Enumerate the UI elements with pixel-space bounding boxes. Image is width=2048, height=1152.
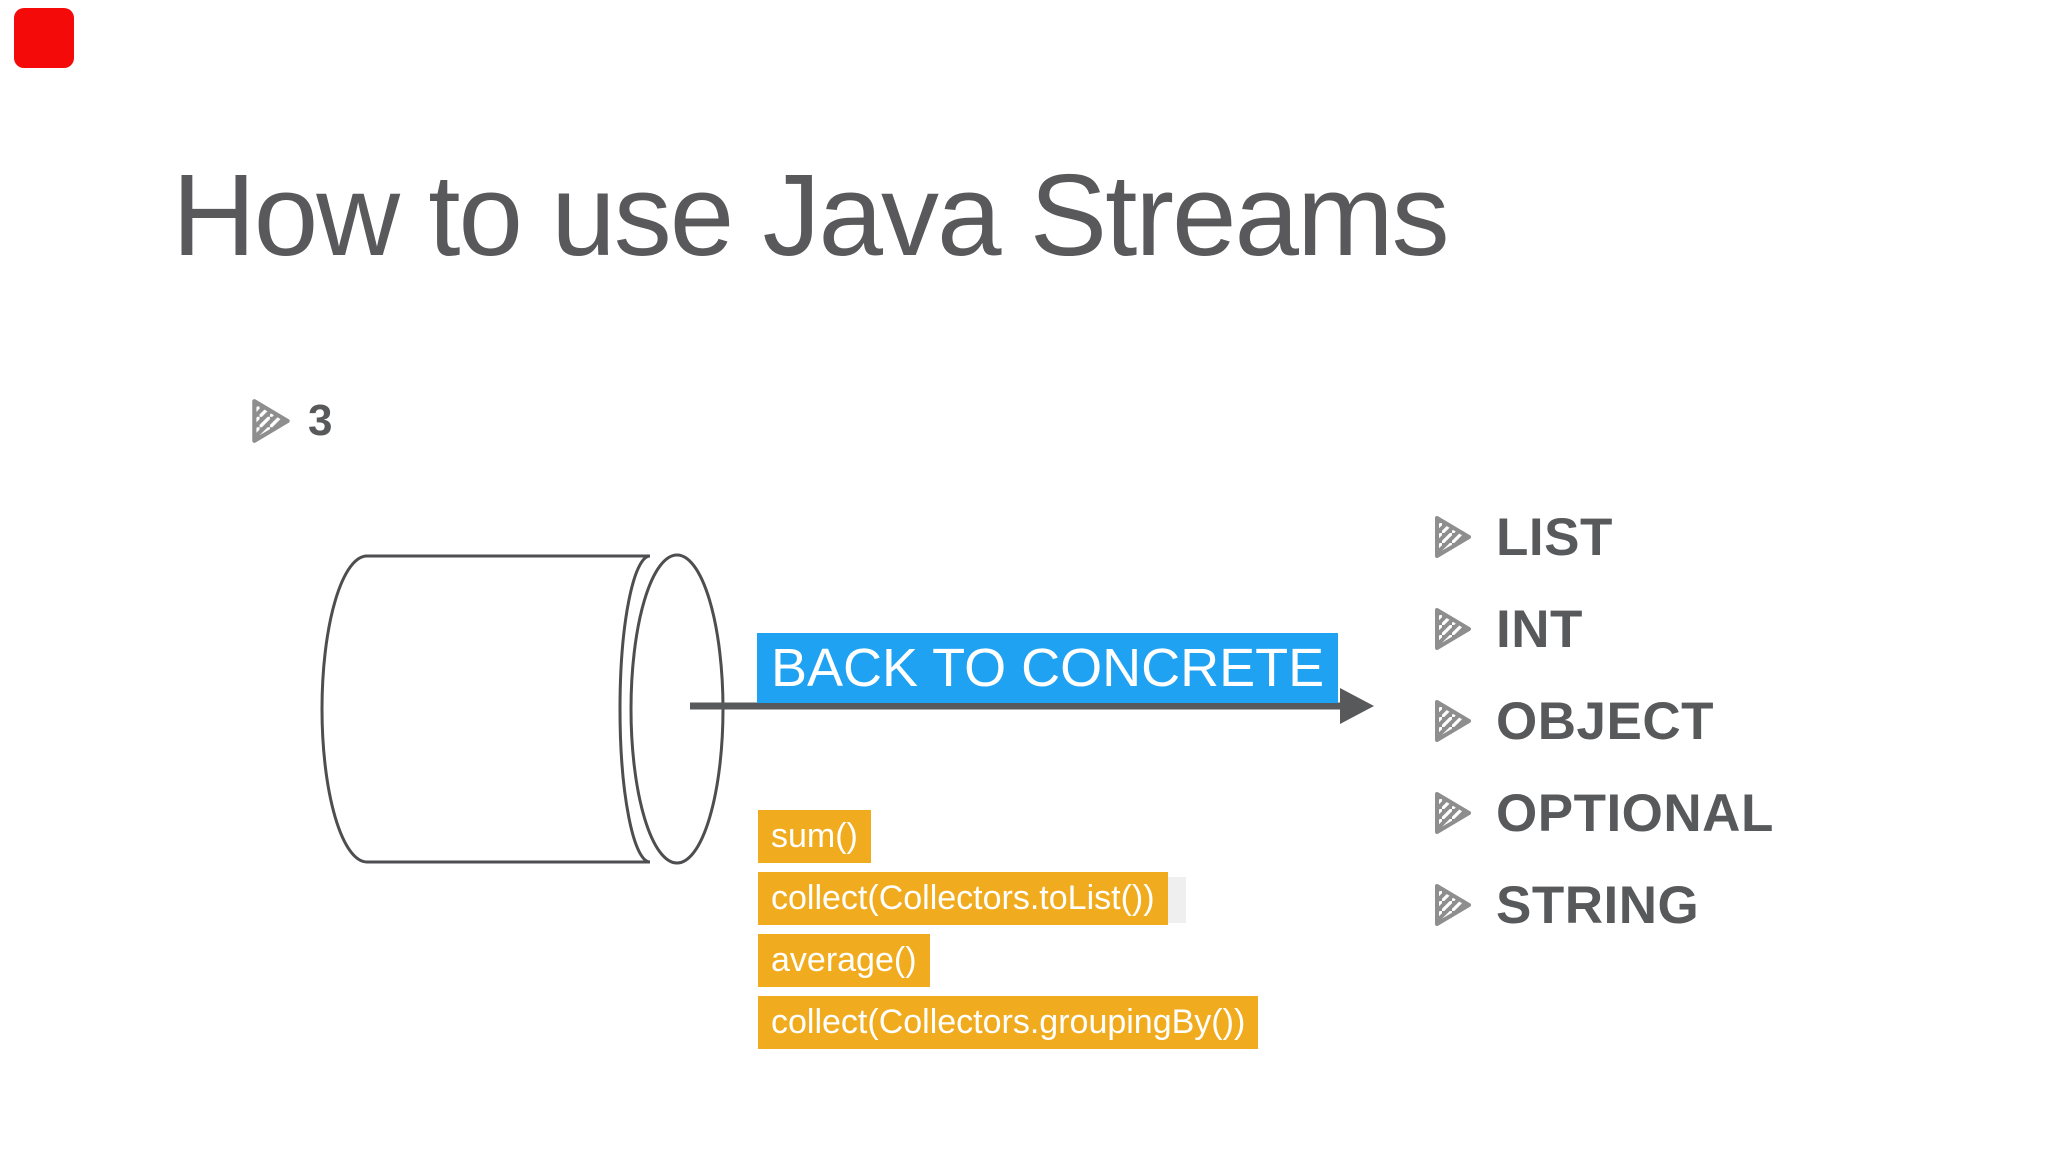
flow-arrow-head [1340, 688, 1374, 724]
result-type-list: LIST INT OBJECT OPTIONAL STRING [1432, 510, 1774, 970]
hatched-play-triangle-icon [1435, 608, 1471, 650]
operation-chip: collect(Collectors.groupingBy()) [758, 996, 1259, 1049]
step-number: 3 [308, 396, 333, 445]
list-item: OBJECT [1432, 694, 1774, 748]
result-type-label: STRING [1496, 875, 1700, 935]
list-item: STRING [1432, 878, 1774, 932]
result-type-label: INT [1496, 599, 1583, 659]
cylinder-body [320, 554, 651, 864]
result-type-label: LIST [1496, 507, 1613, 567]
hatched-play-triangle-icon [1435, 884, 1471, 926]
list-item: OPTIONAL [1432, 786, 1774, 840]
result-type-label: OPTIONAL [1496, 783, 1774, 843]
hatched-play-triangle-icon [248, 396, 294, 446]
page-title: How to use Java Streams [172, 150, 1450, 280]
operation-chip: sum() [758, 810, 871, 863]
hatched-play-triangle-icon [1435, 700, 1471, 742]
step-marker: 3 [248, 396, 332, 446]
stream-cylinder-diagram [320, 553, 1374, 865]
list-item: INT [1432, 602, 1774, 656]
list-item: LIST [1432, 510, 1774, 564]
recording-indicator-badge [14, 8, 74, 68]
arrow-label: BACK TO CONCRETE [757, 633, 1339, 703]
operation-chip: average() [758, 934, 930, 987]
operation-chip: collect(Collectors.toList()) [758, 872, 1168, 925]
result-type-label: OBJECT [1496, 691, 1714, 751]
hatched-play-triangle-icon [1435, 516, 1471, 558]
hatched-play-triangle-icon [1435, 792, 1471, 834]
